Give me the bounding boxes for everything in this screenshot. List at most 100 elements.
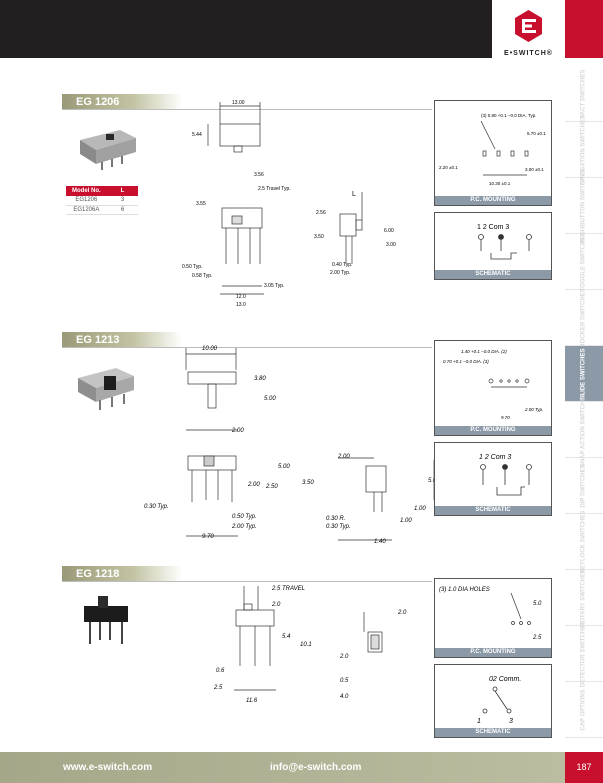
eg1206-dimension-drawing: 13.00 5.44 3.56 2.5 Travel Typ. 3.55 0.5…	[182, 100, 396, 308]
eg1218-pcb-panel: (3) 1.0 DIA HOLES 5.0 2.5 P.C. MOUNTING	[434, 578, 552, 658]
tab-label: ROCKER SWITCHES	[580, 287, 587, 348]
eg1213-dimension-drawing: 10.00 3.80 5.00 2.00 5.00 2.00 2.50 0.30…	[144, 346, 440, 545]
dim-label: 0.30 Typ.	[326, 524, 351, 530]
dim-label: 0.70 +0.1 −0.0 DIA. (3)	[443, 359, 489, 364]
eg1213-pcb-panel: 1.40 +0.1 −0.0 DIA. (2) 0.70 +0.1 −0.0 D…	[434, 340, 552, 436]
eg1213-schematic-panel: 1 2 Com 3 SCHEMATIC	[434, 442, 552, 516]
dim-label: 9.70	[202, 534, 214, 540]
sidebar-tab-snap-action[interactable]: SNAP ACTION SWITCHES	[565, 392, 603, 467]
dim-label: 3.55	[196, 201, 206, 207]
schematic-pins: 1 2 Com 3	[479, 454, 511, 461]
sidebar-tab-navigation[interactable]: NAVIGATION SWITCHES	[565, 114, 603, 185]
dim-label: 6.00	[384, 228, 394, 234]
eg1206-pcb-panel: (3) 0.80 +0.1 −0.0 DIA. Typ. 5.70 ±0.1 3…	[434, 100, 552, 206]
schematic-label: SCHEMATIC	[435, 506, 551, 515]
table-cell: 3	[106, 196, 139, 206]
tab-label: PUSHBUTTON SWITCHES	[580, 168, 587, 243]
schematic-pin-3: 3	[509, 718, 513, 725]
eg1218-product-photo	[84, 596, 128, 644]
dim-label: 0.5	[340, 678, 349, 684]
dim-label: 5.4	[282, 634, 291, 640]
tab-label: KEYLOCK SWITCHES	[580, 510, 587, 573]
eg1218-dimension-drawing: 2.5 TRAVEL 2.0 5.4 10.1 0.6 2.5 11.6 2.0…	[213, 586, 407, 704]
eg1213-product-photo	[78, 368, 134, 410]
dim-label: 12.0	[236, 294, 246, 300]
dim-label: 2.00 Typ.	[231, 524, 257, 530]
sidebar-tab-rocker[interactable]: ROCKER SWITCHES	[565, 287, 603, 348]
table-cell: EG1206	[66, 196, 107, 206]
table-cell: EG1206A	[66, 205, 107, 215]
sidebar-tab-cap-options[interactable]: CAP OPTIONS	[565, 682, 603, 738]
sidebar-tab-tact[interactable]: TACT SWITCHES	[565, 66, 603, 122]
dim-label: 3.05 Typ.	[264, 283, 284, 289]
dim-label: 10.30 ±0.1	[489, 181, 511, 186]
dim-label: 1.40 +0.1 −0.0 DIA. (2)	[461, 349, 507, 354]
sidebar-tab-toggle[interactable]: TOGGLE SWITCHES	[565, 232, 603, 291]
dim-label: 0.58 Typ.	[192, 273, 212, 279]
dim-label: 1.00	[400, 518, 412, 524]
brand-name: E•SWITCH®	[504, 50, 553, 57]
schematic-diagram: 1 2 Com 3	[477, 224, 532, 260]
pcb-diagram: (3) 1.0 DIA HOLES 5.0 2.5	[439, 587, 542, 641]
dim-label: 2.5 TRAVEL	[271, 586, 305, 592]
sidebar-tab-pushbutton[interactable]: PUSHBUTTON SWITCHES	[565, 168, 603, 243]
sidebar-tab-dip[interactable]: DIP SWITCHES	[565, 458, 603, 514]
sidebar-tab-slide[interactable]: SLIDE SWITCHES	[565, 346, 603, 402]
table-header: L	[106, 186, 139, 196]
dim-label: 10.00	[202, 346, 218, 352]
footer-bar: www.e-switch.com info@e-switch.com	[0, 752, 565, 783]
dim-label: 0.50 Typ.	[182, 264, 202, 270]
dim-label: 2.5	[532, 635, 542, 641]
sidebar-tab-detector[interactable]: DETECTOR SWITCHES	[565, 620, 603, 687]
section-title: EG 1213	[76, 334, 120, 346]
schematic-com: 02 Comm.	[489, 676, 521, 683]
dim-label: 11.6	[246, 698, 258, 704]
sidebar-tab-rotary[interactable]: ROTARY SWITCHES	[565, 568, 603, 627]
dim-label: 9.70	[501, 415, 510, 420]
section-divider	[62, 581, 432, 582]
dim-label: 5.0	[533, 601, 542, 607]
dim-label: 2.56	[316, 210, 326, 216]
schematic-diagram: 02 Comm. 1 3	[477, 676, 521, 725]
dim-label: 2.0	[339, 654, 349, 660]
dim-label: L	[352, 191, 356, 198]
dim-label: 0.30 R.	[326, 516, 345, 522]
website-link[interactable]: www.e-switch.com	[63, 762, 153, 773]
dim-label: 5.70 ±0.1	[527, 131, 546, 136]
dim-label: 13.0	[236, 302, 246, 308]
dim-label: 2.00 Typ.	[330, 270, 350, 276]
dim-label: 1.40	[374, 539, 386, 545]
dim-label: 3.80	[254, 376, 266, 382]
dim-label: 0.50 Typ.	[232, 514, 257, 520]
brand-logo[interactable]: E•SWITCH®	[492, 0, 565, 66]
pcb-mounting-label: P.C. MOUNTING	[435, 196, 551, 205]
schematic-pins: 1 2 Com 3	[477, 224, 509, 231]
tab-label: SLIDE SWITCHES	[580, 347, 587, 400]
header-bar	[0, 0, 565, 58]
pcb-mounting-label: P.C. MOUNTING	[435, 648, 551, 657]
pcb-diagram: 1.40 +0.1 −0.0 DIA. (2) 0.70 +0.1 −0.0 D…	[443, 349, 543, 420]
pcb-diagram: (3) 0.80 +0.1 −0.0 DIA. Typ. 5.70 ±0.1 3…	[439, 113, 546, 186]
schematic-diagram: 1 2 Com 3	[479, 454, 532, 496]
schematic-label: SCHEMATIC	[435, 728, 551, 737]
table-cell: 6	[106, 205, 139, 215]
tab-label: DIP SWITCHES	[580, 463, 587, 508]
dim-label: (3) 0.80 +0.1 −0.0 DIA. Typ.	[481, 113, 536, 118]
dim-label: 2.00 Typ.	[524, 407, 543, 412]
dim-label: 2.00	[247, 482, 260, 488]
sidebar-tab-keylock[interactable]: KEYLOCK SWITCHES	[565, 510, 603, 573]
dim-label: 3.50	[302, 480, 314, 486]
dim-label: 0.6	[216, 668, 225, 674]
eg1218-schematic-panel: 02 Comm. 1 3 SCHEMATIC	[434, 664, 552, 738]
sidebar: TACT SWITCHES NAVIGATION SWITCHES PUSHBU…	[565, 0, 603, 783]
dim-label: 2.50	[265, 484, 278, 490]
dim-label: 5.00	[278, 464, 290, 470]
dim-label: 3.56	[254, 172, 264, 178]
tab-label: CAP OPTIONS	[580, 688, 587, 731]
tab-label: ROTARY SWITCHES	[580, 568, 587, 627]
page-number: 187	[565, 752, 603, 783]
section-divider	[62, 347, 432, 348]
email-link[interactable]: info@e-switch.com	[270, 762, 362, 773]
